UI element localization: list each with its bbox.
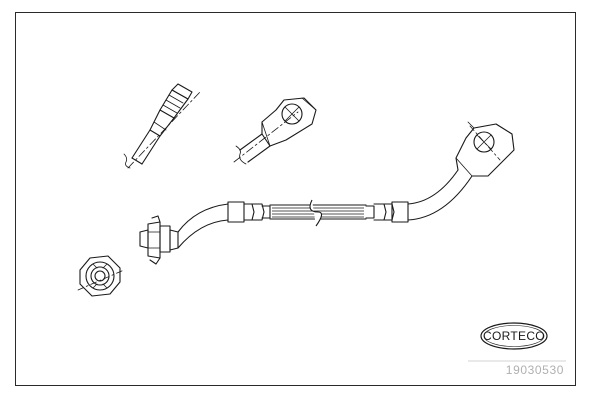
svg-text:CORTECO: CORTECO [483, 329, 545, 343]
corteco-logo: CORTECO [480, 322, 548, 350]
part-number-label: 19030530 [506, 363, 564, 377]
drawing-frame [15, 12, 576, 386]
banjo-fitting-icon [233, 97, 317, 165]
fitting-face-icon [77, 255, 125, 297]
brake-hose-assembly-icon [139, 121, 515, 265]
connector-end-icon [123, 83, 201, 169]
